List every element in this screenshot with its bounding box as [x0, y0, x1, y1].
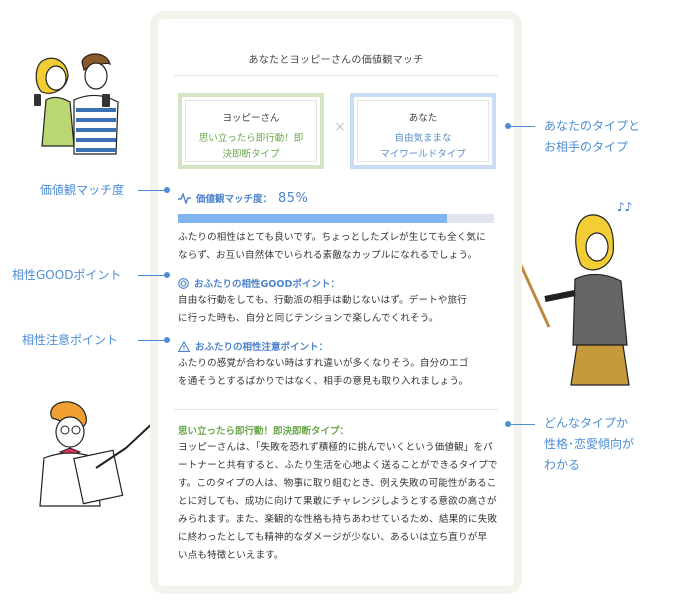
type-detail-line: い点も特徴といえます。: [178, 550, 284, 561]
good-point-heading: おふたりの相性GOODポイント：: [178, 276, 340, 290]
caution-point-text: ふたりの感覚が合わない時はすれ違いが多くなりそう。自分のエゴ を通そうとするばか…: [178, 355, 498, 391]
double-circle-icon: [178, 277, 189, 289]
teacher-woman-illustration: ♪♪: [507, 200, 632, 386]
svg-text:♪♪: ♪♪: [617, 200, 632, 214]
partner-type-line1: 思い立ったら即行動！即: [198, 133, 304, 144]
teacher-man-illustration: [39, 401, 157, 507]
type-detail-line: ートナーと共有すると、ふたり生活を心地よく送ることができるタイプで: [178, 460, 498, 471]
type-detail-line: ヨッピーさんは、「失敗を恐れず積極的に挑んでいくという価値観」をパ: [178, 442, 493, 453]
partner-name: ヨッピーさん: [222, 113, 280, 124]
callout-match: 価値観マッチ度: [40, 183, 125, 197]
callout-good: 相性GOODポイント: [12, 268, 122, 282]
callout-types: あなたのタイプと お相手のタイプ: [544, 116, 640, 158]
callout-tendency-dot: [505, 421, 511, 427]
caution-point-heading-text: おふたりの相性注意ポイント：: [195, 342, 329, 353]
summary-line1: ふたりの相性はとても良いです。ちょっとしたズレが生じても全く気に: [178, 232, 486, 243]
pulse-icon: [178, 192, 191, 204]
partner-type-line2: 決即断タイプ: [222, 149, 280, 160]
callout-match-dot: [164, 187, 170, 193]
times-icon: ×: [334, 119, 346, 135]
type-detail-line: に終わったとしても精神的なダメージが少ない、あるいは立ち直りが早: [178, 532, 488, 543]
partner-type-box: ヨッピーさん 思い立ったら即行動！即 決即断タイプ: [178, 93, 324, 169]
match-summary: ふたりの相性はとても良いです。ちょっとしたズレが生じても全く気に ならず、お互い…: [178, 229, 498, 265]
callout-caution-dot: [164, 337, 170, 343]
section-divider: [174, 409, 498, 410]
warning-triangle-icon: [178, 340, 190, 352]
match-score-value: 85%: [278, 190, 309, 206]
callout-match-line: [138, 190, 166, 191]
good-point-text: 自由な行動をしても、行動派の相手は動じないはず。デートや旅行 に行った時も、自分…: [178, 292, 498, 328]
your-name: あなた: [408, 113, 438, 124]
type-detail-text: ヨッピーさんは、「失敗を恐れず積極的に挑んでいくという価値観」をパ ートナーと共…: [178, 439, 498, 565]
type-detail-heading: 思い立ったら即行動！即決即断タイプ：: [178, 426, 350, 437]
type-detail-line: す。このタイプの人は、物事に取り組むとき、例え失敗の可能性があるこ: [178, 478, 497, 489]
callout-types-line2: お相手のタイプ: [544, 140, 629, 154]
your-type-box: あなた 自由気ままな マイワールドタイプ: [350, 93, 496, 169]
good-line1: 自由な行動をしても、行動派の相手は動じないはず。デートや旅行: [178, 295, 468, 306]
caution-point-heading: おふたりの相性注意ポイント：: [178, 339, 328, 353]
your-type-line1: 自由気ままな: [394, 133, 452, 144]
your-type-line2: マイワールドタイプ: [380, 149, 466, 160]
good-line2: に行った時も、自分と同じテンションで楽しんでくれそう。: [178, 313, 439, 324]
callout-tendency-line3: わかる: [544, 458, 581, 472]
callout-tendency-line: [509, 424, 535, 425]
callout-good-dot: [164, 272, 170, 278]
callout-tendency-line1: どんなタイプか: [544, 416, 629, 430]
match-progress-fill: [178, 214, 447, 223]
callout-types-line: [509, 126, 535, 127]
callout-tendency: どんなタイプか 性格･恋愛傾向が わかる: [544, 413, 634, 476]
callout-types-line1: あなたのタイプと: [544, 119, 641, 133]
match-result-card: あなたとヨッピーさんの価値観マッチ ヨッピーさん 思い立ったら即行動！即 決即断…: [150, 11, 522, 594]
match-score-label: 価値観マッチ度：: [196, 194, 273, 205]
couple-illustration: [34, 53, 119, 155]
callout-tendency-line2: 性格･恋愛傾向が: [544, 437, 635, 451]
caution-line2: を通そうとするばかりではなく、相手の意見も取り入れましょう。: [178, 376, 469, 387]
good-point-heading-text: おふたりの相性GOODポイント：: [194, 279, 340, 290]
match-progress-bar: [178, 214, 494, 223]
type-detail-line: とに対しても、成功に向けて果敢にチャレンジしようとする意欲の高さが: [178, 496, 497, 507]
type-detail-line: みられます。また、楽観的な性格も持ちあわせているため、結果的に失敗: [178, 514, 498, 525]
callout-caution: 相性注意ポイント: [22, 333, 119, 347]
callout-good-line: [138, 275, 166, 276]
title-divider: [174, 75, 498, 76]
callout-caution-line: [138, 340, 166, 341]
match-score-header: 価値観マッチ度： 85%: [178, 189, 308, 207]
caution-line1: ふたりの感覚が合わない時はすれ違いが多くなりそう。自分のエゴ: [178, 358, 469, 369]
callout-types-dot: [505, 123, 511, 129]
summary-line2: ならず、お互い自然体でいられる素敵なカップルになれるでしょう。: [178, 250, 478, 261]
card-title: あなたとヨッピーさんの価値観マッチ: [248, 55, 424, 66]
